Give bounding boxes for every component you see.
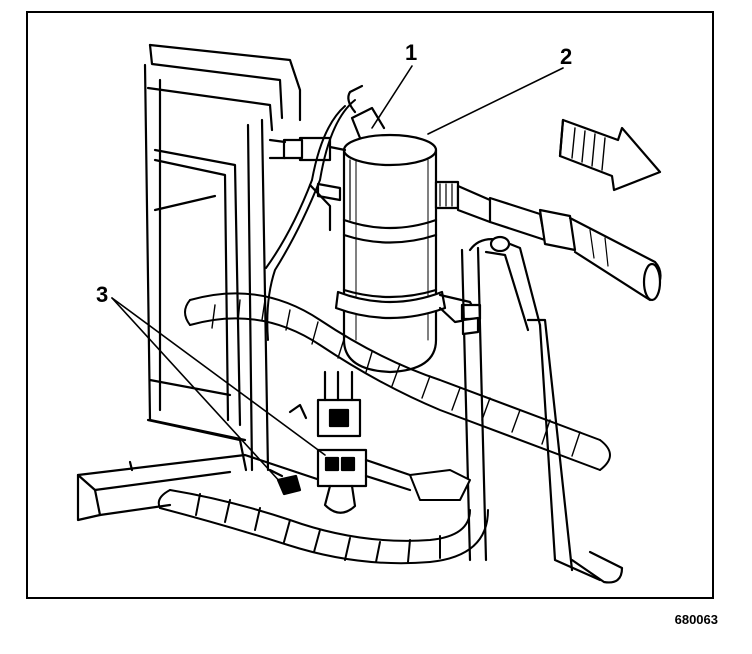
leader-lines <box>111 65 564 485</box>
callout-1: 1 <box>405 40 418 65</box>
callout-2: 2 <box>560 44 573 69</box>
callout-3: 3 <box>96 282 109 307</box>
wiring-harness <box>157 99 611 565</box>
refrigerant-tube <box>460 235 624 584</box>
support-bracket <box>76 453 322 522</box>
front-direction-arrow <box>558 118 662 192</box>
figure-number: 680063 <box>674 612 718 627</box>
outlet-line <box>434 180 662 302</box>
pressure-switch <box>268 84 386 232</box>
condenser-frame <box>143 43 302 478</box>
accumulator <box>334 133 482 374</box>
harness-connectors <box>276 370 412 514</box>
